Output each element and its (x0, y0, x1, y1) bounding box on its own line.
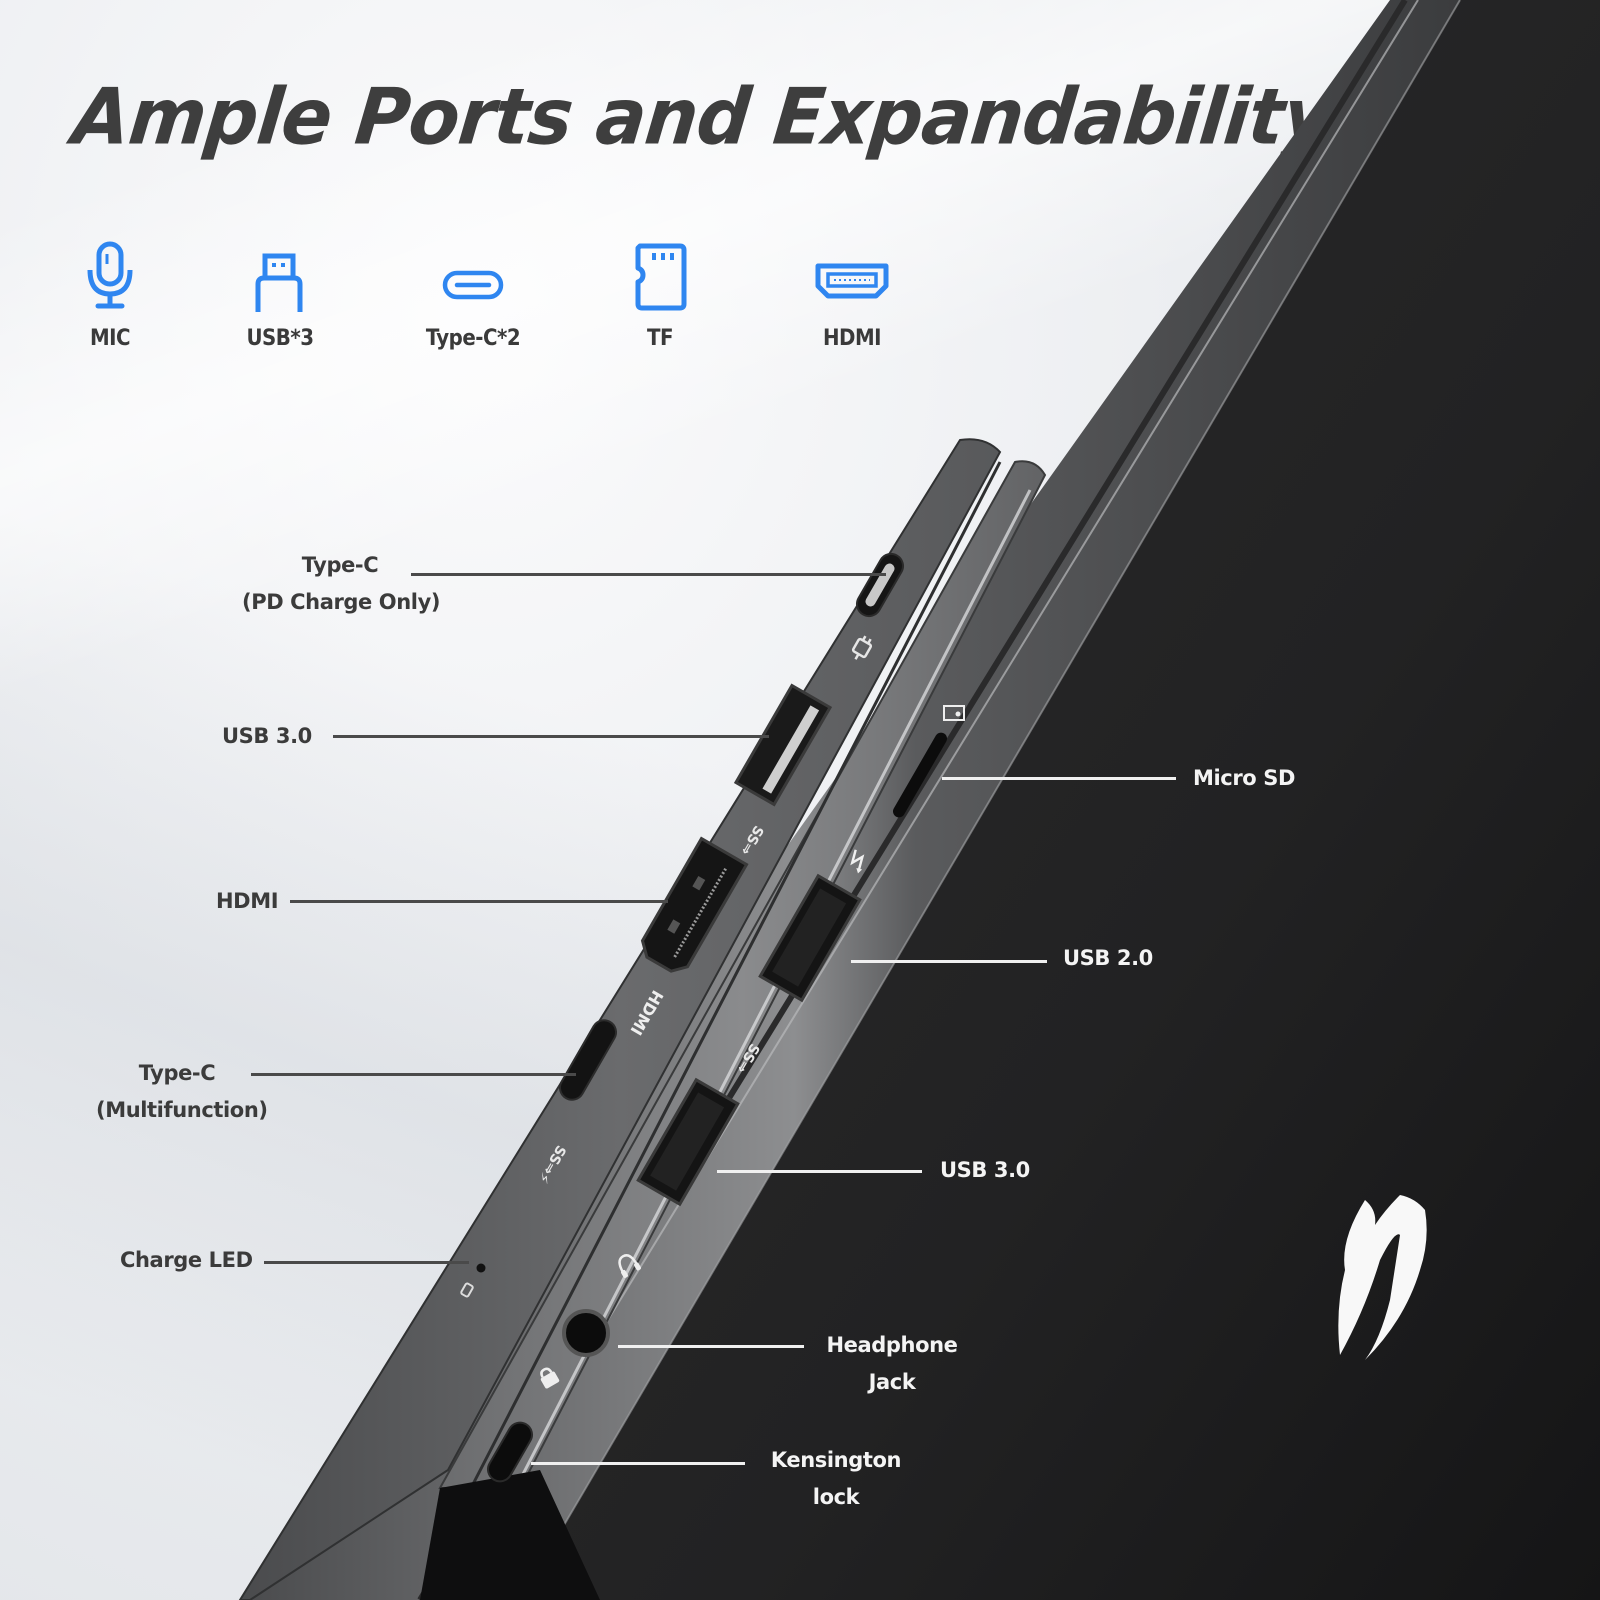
leader-line-charge-led (264, 1261, 469, 1264)
callout-label: Headphone (826, 1333, 958, 1357)
ss-usb-engraving: SS⇒ (737, 822, 767, 857)
leader-line-usb2 (851, 960, 1047, 963)
callout-sublabel: Jack (868, 1370, 916, 1394)
port-micro-sd (893, 732, 947, 818)
page-title: Ample Ports and Expandability (68, 72, 1336, 163)
callout-label: Type-C (138, 1061, 216, 1085)
microphone-icon (87, 241, 133, 309)
feature-label: USB*3 (246, 326, 314, 351)
callout-sublabel: (Multifunction) (96, 1098, 268, 1122)
battery-icon (460, 1282, 474, 1298)
leader-line-type-c-pd (411, 573, 886, 576)
usb-a-icon (255, 253, 303, 312)
callout-type-c-multi: Type-C (Multifunction) (96, 1055, 268, 1129)
hdmi-engraving: HDMI (626, 987, 667, 1039)
callout-headphone-jack: Headphone Jack (822, 1327, 962, 1401)
feature-hdmi: HDMI (772, 240, 932, 351)
callout-label: USB 3.0 (940, 1158, 1030, 1182)
callout-sublabel: lock (812, 1485, 860, 1509)
callout-label: HDMI (216, 889, 279, 913)
feature-usb: USB*3 (200, 240, 360, 351)
usb-trident-icon: ⭍ (842, 844, 873, 878)
callout-usb2: USB 2.0 (1063, 940, 1153, 977)
feature-mic: MIC (30, 240, 190, 351)
callout-charge-led: Charge LED (120, 1242, 253, 1279)
callout-label: Type-C (301, 553, 379, 577)
callout-usb3-bottom: USB 3.0 (940, 1152, 1030, 1189)
callout-hdmi: HDMI (216, 883, 279, 920)
port-usb3-bottom (636, 1077, 740, 1207)
callout-label: Charge LED (120, 1248, 253, 1272)
port-type-c-multi (559, 1019, 617, 1101)
leader-line-usb3-top (333, 735, 769, 738)
kensington-lock-icon (540, 1367, 560, 1389)
brand-logo-icon (1338, 1195, 1427, 1360)
headphone-icon (618, 1254, 641, 1278)
callout-label: Kensington (770, 1448, 902, 1472)
callout-label: Micro SD (1193, 766, 1295, 790)
port-hdmi (640, 836, 749, 973)
leader-line-kensington (531, 1462, 745, 1465)
leader-line-headphone (618, 1345, 804, 1348)
leader-line-micro-sd (942, 777, 1176, 780)
feature-label: MIC (89, 326, 131, 351)
feature-label: HDMI (822, 326, 882, 351)
hdmi-icon (815, 263, 889, 299)
callout-type-c-pd: Type-C (PD Charge Only) (242, 547, 441, 621)
callout-micro-sd: Micro SD (1193, 760, 1295, 797)
callout-label: USB 2.0 (1063, 946, 1153, 970)
leader-line-hdmi (290, 900, 668, 903)
tf-card-icon (635, 243, 687, 311)
port-headphone-jack (562, 1309, 610, 1357)
feature-label: Type-C*2 (425, 326, 521, 351)
type-c-icon (442, 270, 504, 300)
power-plug-icon (851, 635, 873, 660)
feature-label: TF (646, 326, 674, 351)
port-usb3-top (733, 683, 833, 807)
charge-led (476, 1263, 486, 1273)
port-type-c-pd (856, 552, 904, 618)
feature-tf: TF (580, 240, 740, 351)
ss-usb-engraving: SS⇒⚡ (534, 1142, 568, 1186)
callout-kensington-lock: Kensington lock (766, 1442, 906, 1516)
leader-line-type-c-multi (251, 1073, 576, 1076)
callout-usb3-top: USB 3.0 (222, 718, 312, 755)
callout-label: USB 3.0 (222, 724, 312, 748)
port-usb2 (758, 873, 862, 1003)
feature-type-c: Type-C*2 (393, 240, 553, 351)
leader-line-usb3-bottom (717, 1170, 922, 1173)
feature-icon-row: MIC USB*3 Type-C*2 TF HDM (0, 240, 1000, 370)
callout-sublabel: (PD Charge Only) (242, 590, 441, 614)
sd-card-icon (943, 705, 965, 721)
ss-usb-engraving: SS⇒ (733, 1040, 763, 1075)
port-kensington-lock (487, 1421, 533, 1483)
